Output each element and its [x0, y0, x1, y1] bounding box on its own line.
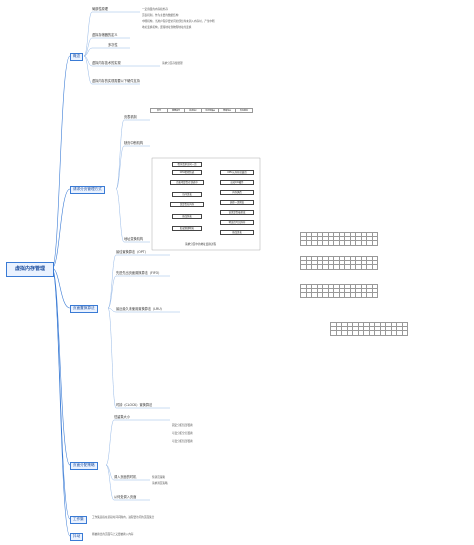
flow-box-2: CPU检索快表	[172, 170, 202, 176]
branch-replacement[interactable]: 页面置换算法	[70, 305, 98, 313]
flow-box-15: 形成物理地址	[172, 226, 202, 232]
concept-item-implementation[interactable]: 虚拟内存技术的实现	[92, 61, 121, 65]
flow-box-12: 将该页写回外存	[220, 220, 254, 226]
alloc-strategy-2: 可变分配全局置换	[172, 432, 193, 435]
repl-item-opt[interactable]: 最佳置换算法（OPT）	[116, 250, 148, 254]
repl-item-lru[interactable]: 最近最久未使用置换算法（LRU）	[116, 307, 164, 311]
paging-item-pagetable[interactable]: 页表机制	[124, 115, 137, 119]
alloc-item-source[interactable]: 从何处调入页面	[114, 495, 137, 499]
pt-h5: 外存地址	[235, 107, 253, 114]
alloc-strategy-1: 固定分配局部置换	[172, 424, 193, 427]
alloc-item-timing[interactable]: 调入页面的时机	[114, 475, 137, 479]
thrashing-text: 刚被换出的页面马上又要被换入内存	[92, 533, 134, 536]
pt-h3: 访问字段A	[201, 107, 219, 114]
alloc-item-residentset[interactable]: 驻留集大小	[114, 415, 130, 419]
pt-h4: 修改位M	[218, 107, 236, 114]
repl-item-fifo[interactable]: 先进先出页面置换算法（FIFO）	[116, 271, 162, 275]
repl-item-clock[interactable]: 时钟（CLOCK）置换算法	[116, 403, 153, 407]
reference-grid-4	[330, 321, 408, 336]
reference-grid-3	[300, 283, 378, 298]
concept-subitem-2: 页表机制，作为主要的数据结构	[142, 14, 179, 17]
pt-h1: 物理块号	[167, 107, 185, 114]
concept-subitem-1: 一定容量的内存和外存	[142, 8, 168, 11]
alloc-strategy-4: 预调页策略	[152, 476, 165, 479]
flow-box-5: 页是否在内存	[170, 202, 204, 208]
flow-box-10: 选择一页换出	[220, 200, 254, 206]
reference-grid-1	[300, 231, 378, 246]
flow-box-1: 程序请求访问一页	[172, 162, 202, 168]
flow-box-14: 修改页表	[220, 230, 254, 236]
workingset-text: 工作集是指在某段时间间隔内，进程要访问的页面集合	[92, 516, 155, 519]
alloc-strategy-3: 可变分配局部置换	[172, 440, 193, 443]
flowchart-caption: 请求分页中的地址变换过程	[185, 243, 217, 246]
concept-item-definition[interactable]: 虚拟存储器的定义	[92, 33, 118, 37]
flow-box-8: 启动I/O硬件	[220, 180, 254, 186]
flow-box-11: 该页是否被修改	[220, 210, 254, 216]
branch-concept[interactable]: 概念	[70, 53, 84, 61]
concept-item-multiplicity[interactable]: 多次性	[108, 43, 118, 47]
pt-h2: 状态位P	[184, 107, 202, 114]
paging-item-translation[interactable]: 地址变换机构	[124, 237, 144, 241]
branch-thrashing[interactable]: 抖动	[70, 533, 84, 541]
alloc-strategy-5: 请求调页策略	[152, 482, 168, 485]
root-node[interactable]: 虚拟内存管理	[6, 262, 54, 277]
concept-subitem-4: 地址变换机构，逻辑地址到物理地址的变换	[142, 26, 192, 29]
paging-item-interrupt[interactable]: 缺页中断机构	[124, 141, 144, 145]
page-table-header: 页号 物理块号 状态位P 访问字段A 修改位M 外存地址	[150, 107, 253, 114]
pt-h0: 页号	[150, 107, 168, 114]
concept-subitem-3: 中断机构，当用户程序要访问的部分尚未调入内存时，产生中断	[142, 20, 215, 23]
concept-impl-1: 请求分页存储管理	[162, 62, 183, 65]
flow-box-4: 访问页表	[172, 192, 202, 198]
flow-box-3: 页表项是否在快表中	[170, 180, 204, 186]
flow-box-6: 修改快表	[172, 214, 202, 220]
branch-workingset[interactable]: 工作集	[70, 516, 87, 524]
branch-paging[interactable]: 请求分页管理方式	[70, 186, 105, 194]
branch-allocation[interactable]: 页面分配策略	[70, 462, 98, 470]
flow-box-7: CPU从外存读缺页	[220, 170, 254, 176]
concept-item-locality[interactable]: 局部性原理	[92, 7, 108, 11]
flow-box-9: 内存满否	[220, 190, 254, 196]
reference-grid-2	[300, 255, 378, 270]
concept-item-hardware[interactable]: 虚拟内存的实现需要以下硬件支持	[92, 79, 140, 83]
